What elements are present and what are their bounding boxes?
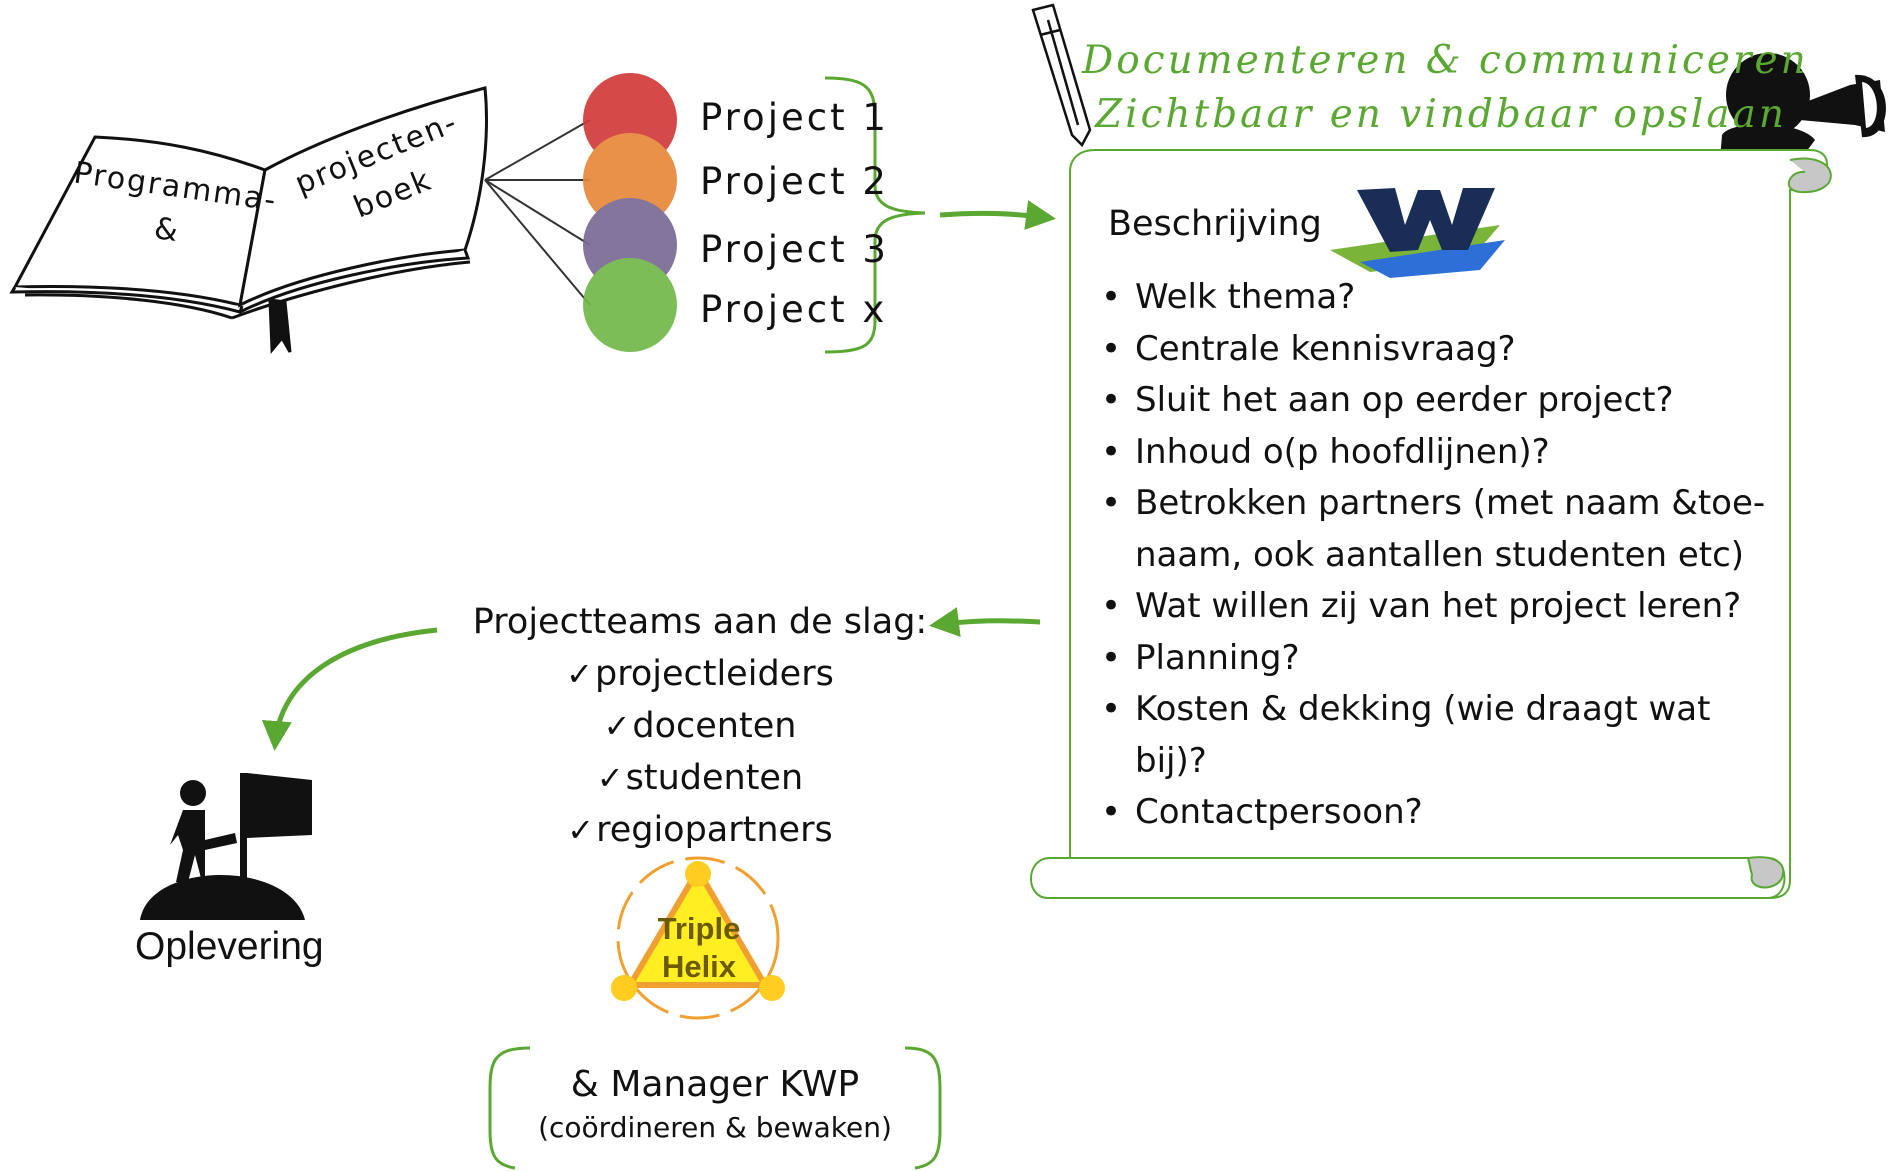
manager-title: & Manager KWP [570,1064,860,1105]
scroll-heading: Beschrijving [1108,204,1322,244]
project-1-label: Project 1 [700,96,889,139]
check-icon: ✓ [566,655,593,693]
manager-subtitle: (coördineren & bewaken) [538,1111,892,1144]
team-member: ✓projectleiders [566,654,834,694]
project-x-label: Project x [700,288,888,331]
list-item: Sluit het aan op eerder project? [1095,375,1795,427]
project-x-circle [583,258,677,352]
pencil-icon [1031,3,1092,148]
project-2-circle [583,133,677,227]
triple-helix-label: Triple Helix [657,911,741,984]
list-item: Wat willen zij van het project leren? [1095,581,1795,633]
list-item: Betrokken partners (met naam &toe-naam, … [1095,478,1775,581]
project-circles [583,73,677,352]
oplevering-label: Oplevering [135,925,324,968]
documenteren-line-2: Zichtbaar en vindbaar opslaan [1095,92,1787,137]
book-icon [9,86,488,354]
megaphone-person-icon [1720,53,1886,160]
projectteams-block: Projectteams aan de slag: ✓projectleider… [430,596,970,856]
list-item: Kosten & dekking (wie draagt wat bij)? [1095,684,1755,787]
arrow-to-teams [929,607,1041,637]
book-connectors [484,119,591,306]
check-icon: ✓ [567,811,595,849]
arrow-to-oplevering [261,627,438,751]
check-icon: ✓ [603,707,631,745]
flag-person-icon [140,773,312,920]
list-item: Planning? [1095,633,1795,685]
logo-w-icon [1330,188,1505,278]
team-member: ✓docenten [603,706,797,746]
list-item: Centrale kennisvraag? [1095,324,1795,376]
team-member: ✓studenten [596,758,804,798]
documenteren-line-1: Documenteren & communiceren [1082,38,1809,83]
team-member: ✓regiopartners [567,810,833,850]
check-icon: ✓ [596,759,624,797]
project-3-label: Project 3 [700,228,889,271]
description-list: Welk thema? Centrale kennisvraag? Sluit … [1095,272,1795,839]
list-item: Inhoud o(p hoofdlijnen)? [1095,427,1795,479]
list-item: Contactpersoon? [1095,787,1795,839]
manager-bracket [488,1046,942,1170]
triple-helix-icon [611,856,785,1020]
teams-title: Projectteams aan de slag: [472,602,928,642]
project-2-label: Project 2 [700,160,889,203]
manager-kwp-block: & Manager KWP (coördineren & bewaken) [495,1046,935,1166]
arrow-to-scroll [939,200,1056,230]
projects-brace [824,76,926,354]
list-item: Welk thema? [1095,272,1795,324]
